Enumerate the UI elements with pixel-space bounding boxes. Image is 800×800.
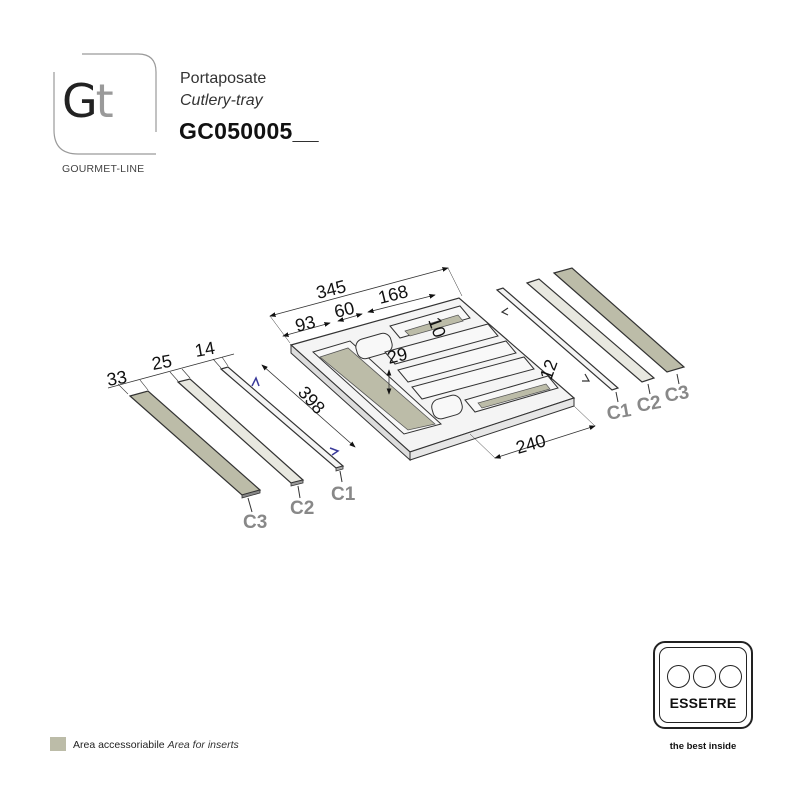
essetre-logo: ESSETRE [653,641,753,729]
dim-168: 168 [376,281,410,308]
label-c2-right: C2 [635,392,663,417]
label-c3-right: C3 [663,382,691,407]
label-c1-left: C1 [331,484,356,505]
right-strip-c3: C3 [552,267,691,407]
legend-label-english: Area for inserts [167,739,239,751]
label-c2-left: C2 [290,498,314,519]
dim-33: 33 [105,367,128,390]
strip-width-dimensions: 33 25 14 [105,338,235,395]
dim-60: 60 [332,298,356,322]
brand-line-label: GOURMET-LINE [62,163,145,175]
tray-dimensions: 345 93 60 168 10 29 398 240 12 [261,267,596,459]
insert-area-swatch [50,737,66,751]
label-c1-right: C1 [605,400,633,425]
dim-398: 398 [294,382,329,418]
right-strip-c2: C2 [525,278,663,417]
arrow-left-icon [500,307,509,316]
essetre-circles-icon [667,665,742,688]
right-strip-c1: C1 [495,287,633,425]
legend-label-italian: Area accessoriabile [73,739,165,751]
dim-25: 25 [150,351,173,374]
title-english: Cutlery-tray [180,92,263,109]
essetre-wordmark: ESSETRE [669,695,737,711]
essetre-tagline: the best inside [669,741,737,752]
dim-240: 240 [514,430,548,458]
dim-29: 29 [385,344,409,368]
arrow-down-icon [329,447,340,456]
title-italian: Portaposate [180,70,267,87]
arrow-right-icon [582,373,591,382]
label-c3-left: C3 [243,512,267,533]
gourmet-line-logo-frame [53,53,157,155]
arrow-up-icon [251,376,260,387]
product-code: GC050005__ [179,118,319,144]
logo-letter-t: t [95,74,114,128]
gourmet-line-logo: Gt [62,78,114,124]
dim-93: 93 [293,312,317,336]
essetre-logo-inner-frame [659,647,747,723]
left-strip-c3: C3 [128,390,267,533]
legend-label: Area accessoriabile Area for inserts [73,739,239,751]
logo-letter-g: G [62,74,98,128]
dim-14: 14 [193,338,216,361]
left-strip-c2: C2 [176,378,314,519]
